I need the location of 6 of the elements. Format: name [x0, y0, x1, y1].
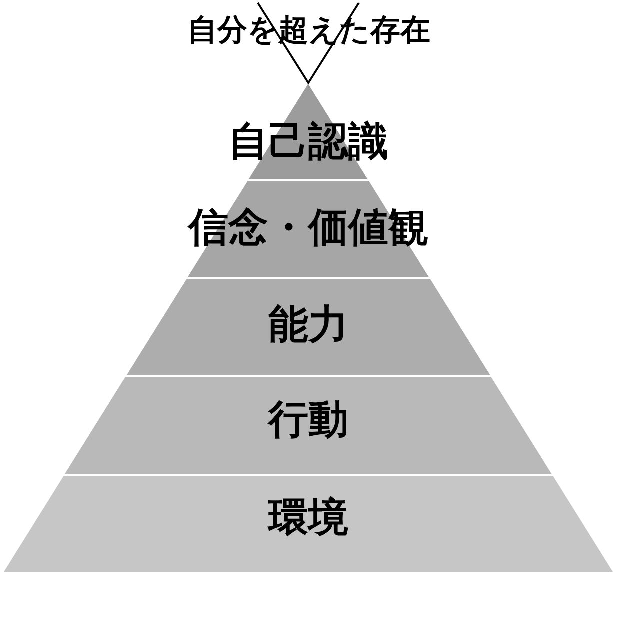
level-label: 自己認識	[228, 122, 388, 162]
level-label: 能力	[268, 305, 348, 345]
level-label: 行動	[268, 400, 348, 440]
top-label: 自分を超えた存在	[188, 16, 430, 46]
level-label: 信念・価値観	[188, 208, 428, 248]
level-label: 環境	[268, 498, 348, 538]
